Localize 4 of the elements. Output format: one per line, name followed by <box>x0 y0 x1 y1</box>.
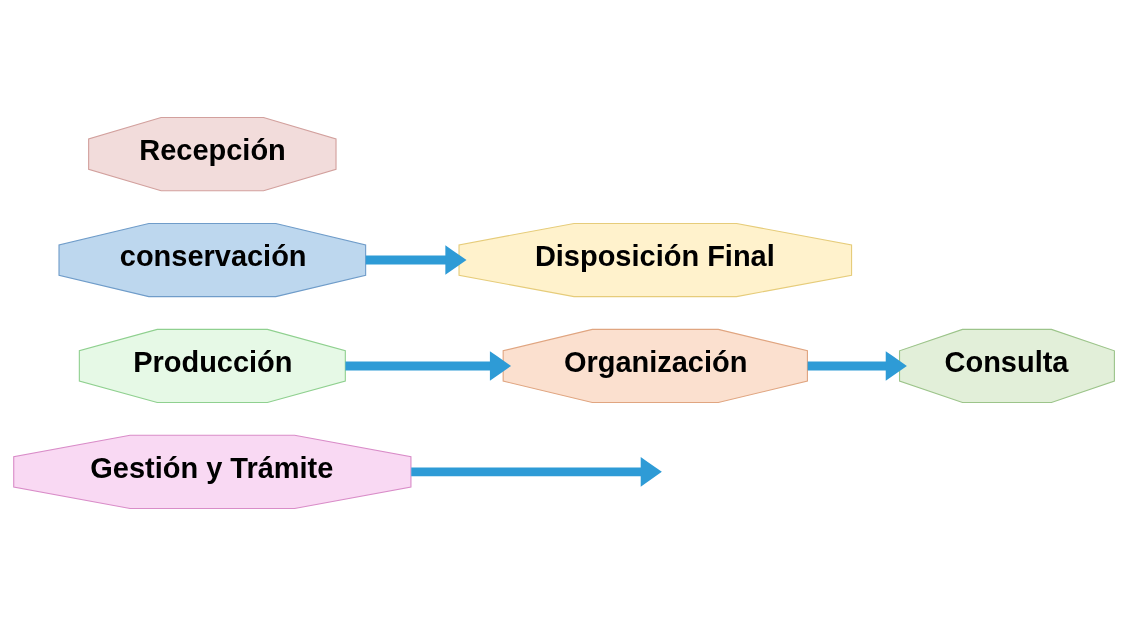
arrow <box>345 350 512 381</box>
arrow <box>365 244 467 275</box>
arrow <box>411 456 662 487</box>
arrow <box>807 350 907 381</box>
